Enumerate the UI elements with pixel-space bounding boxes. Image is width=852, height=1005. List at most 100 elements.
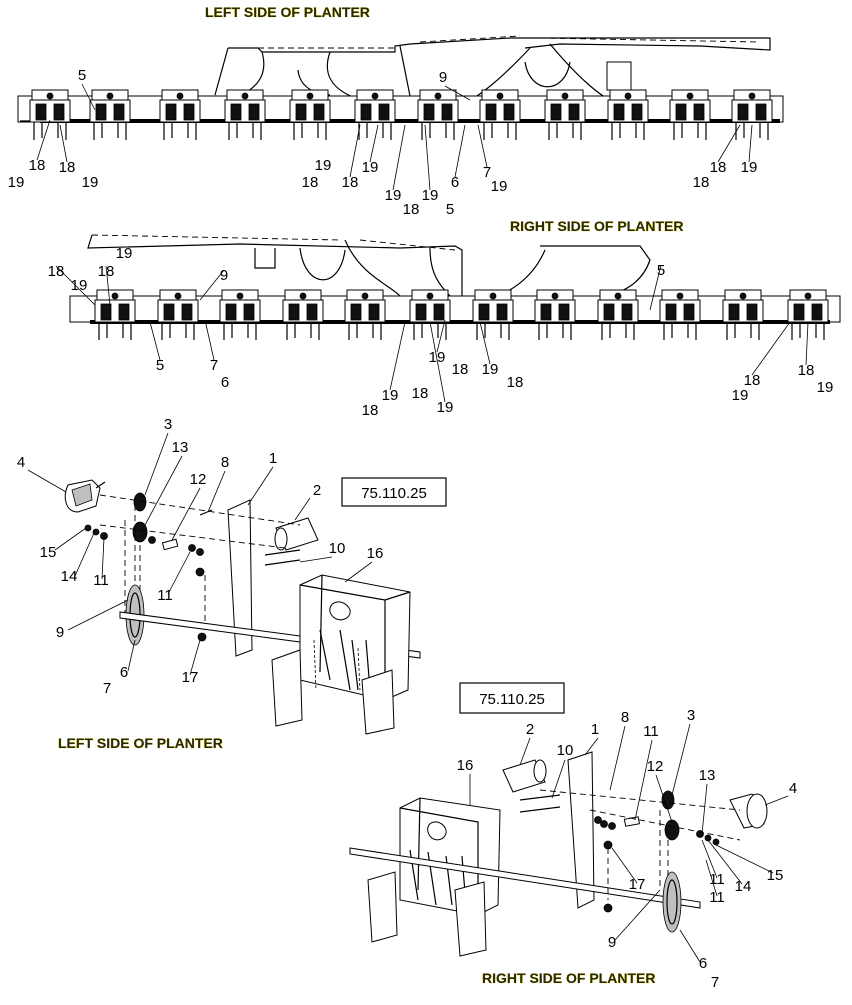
left-callout-1: 1 (269, 450, 277, 467)
right-callout-17: 17 (629, 876, 646, 893)
row-unit (544, 89, 586, 140)
row2-callout-18: 18 (744, 372, 761, 389)
row-unit (479, 89, 521, 140)
row-unit (224, 89, 266, 140)
planter-frame-row1 (17, 35, 784, 123)
row-unit (29, 89, 71, 140)
row1-callout-19: 19 (315, 157, 332, 174)
row2-callout-18: 18 (412, 385, 429, 402)
bearing-part-2 (274, 517, 319, 551)
reference-box-left[interactable]: 75.110.25 (341, 477, 447, 507)
row-unit (787, 289, 829, 340)
title-right-side-bottom: RIGHT SIDE OF PLANTER (482, 970, 655, 986)
drive-sprocket-part-6-right (662, 871, 682, 933)
title-left-side-top: LEFT SIDE OF PLANTER (205, 4, 370, 20)
row-unit (597, 289, 639, 340)
row1-callout-18: 18 (403, 201, 420, 218)
right-callout-14: 14 (735, 878, 752, 895)
right-callout-13: 13 (699, 767, 716, 784)
right-callout-11: 11 (643, 723, 659, 740)
row1-callout-18: 18 (342, 174, 359, 191)
row-frame-part-16-right (367, 797, 501, 957)
row-unit (607, 89, 649, 140)
row2-callout-18: 18 (48, 263, 65, 280)
row-unit (89, 89, 131, 140)
left-callout-8: 8 (221, 454, 229, 471)
row1-callout-9: 9 (439, 69, 447, 86)
row1-callout-19: 19 (82, 174, 99, 191)
reference-box-right[interactable]: 75.110.25 (459, 682, 565, 714)
right-callout-9: 9 (608, 934, 616, 951)
left-callout-3: 3 (164, 416, 172, 433)
row2-callout-18: 18 (507, 374, 524, 391)
row1-callout-6: 6 (451, 174, 459, 191)
row-frame-part-16 (271, 574, 411, 735)
right-callout-8: 8 (621, 709, 629, 726)
row1-callout-19: 19 (491, 178, 508, 195)
row-unit (659, 289, 701, 340)
row1-callout-18: 18 (302, 174, 319, 191)
row-unit (417, 89, 459, 140)
right-callout-3: 3 (687, 707, 695, 724)
row1-callout-18: 18 (29, 157, 46, 174)
sprocket-part-13 (132, 521, 148, 543)
row2-callout-19: 19 (382, 387, 399, 404)
row-units-row2 (94, 289, 829, 340)
row-unit (289, 89, 331, 140)
left-callout-15: 15 (40, 544, 57, 561)
row2-callout-6: 6 (221, 374, 229, 391)
left-callout-9: 9 (56, 624, 64, 641)
row-unit (534, 289, 576, 340)
left-callout-16: 16 (367, 545, 384, 562)
row-units-row1 (29, 89, 773, 140)
row2-callout-9: 9 (220, 267, 228, 284)
left-drive-assembly: 75.110.25 (64, 477, 447, 735)
mounting-plate-part-1 (227, 499, 253, 657)
bearing-part-2-right (502, 759, 547, 793)
row2-callout-18: 18 (452, 361, 469, 378)
row-unit (731, 89, 773, 140)
right-callout-7: 7 (711, 974, 719, 991)
right-drive-assembly: 75.110.25 (349, 682, 768, 957)
sprocket-part-13-right (664, 819, 680, 841)
row2-callout-18: 18 (798, 362, 815, 379)
row2-callout-19: 19 (116, 245, 133, 262)
right-callout-4: 4 (789, 780, 797, 797)
row1-callout-19: 19 (741, 159, 758, 176)
row-unit (282, 289, 324, 340)
left-callout-10: 10 (329, 540, 346, 557)
reference-number-left: 75.110.25 (361, 485, 427, 502)
right-callout-10: 10 (557, 742, 574, 759)
row2-callout-18: 18 (98, 263, 115, 280)
right-callout-11: 11 (709, 889, 725, 906)
sprocket-part-3 (133, 492, 147, 512)
left-callout-4: 4 (17, 454, 25, 471)
row-unit (94, 289, 136, 340)
left-callout-13: 13 (172, 439, 189, 456)
row-unit (159, 89, 201, 140)
cover-part-4 (64, 479, 106, 513)
row2-callout-5: 5 (156, 357, 164, 374)
drive-shaft-right (349, 847, 701, 909)
row1-callout-18: 18 (693, 174, 710, 191)
callout-leader-lines (27, 83, 809, 963)
row2-callout-5: 5 (657, 262, 665, 279)
left-callout-7: 7 (103, 680, 111, 697)
row-unit (669, 89, 711, 140)
right-callout-1: 1 (591, 721, 599, 738)
row-unit (722, 289, 764, 340)
left-callout-2: 2 (313, 482, 321, 499)
row1-callout-18: 18 (59, 159, 76, 176)
row1-callout-5: 5 (446, 201, 454, 218)
row2-callout-19: 19 (482, 361, 499, 378)
row1-callout-7: 7 (483, 164, 491, 181)
row-unit (472, 289, 514, 340)
right-callout-6: 6 (699, 955, 707, 972)
row1-callout-19: 19 (422, 187, 439, 204)
right-callout-16: 16 (457, 757, 474, 774)
cover-part-4-right (729, 793, 768, 829)
left-callout-11: 11 (93, 572, 109, 589)
row1-callout-19: 19 (8, 174, 25, 191)
